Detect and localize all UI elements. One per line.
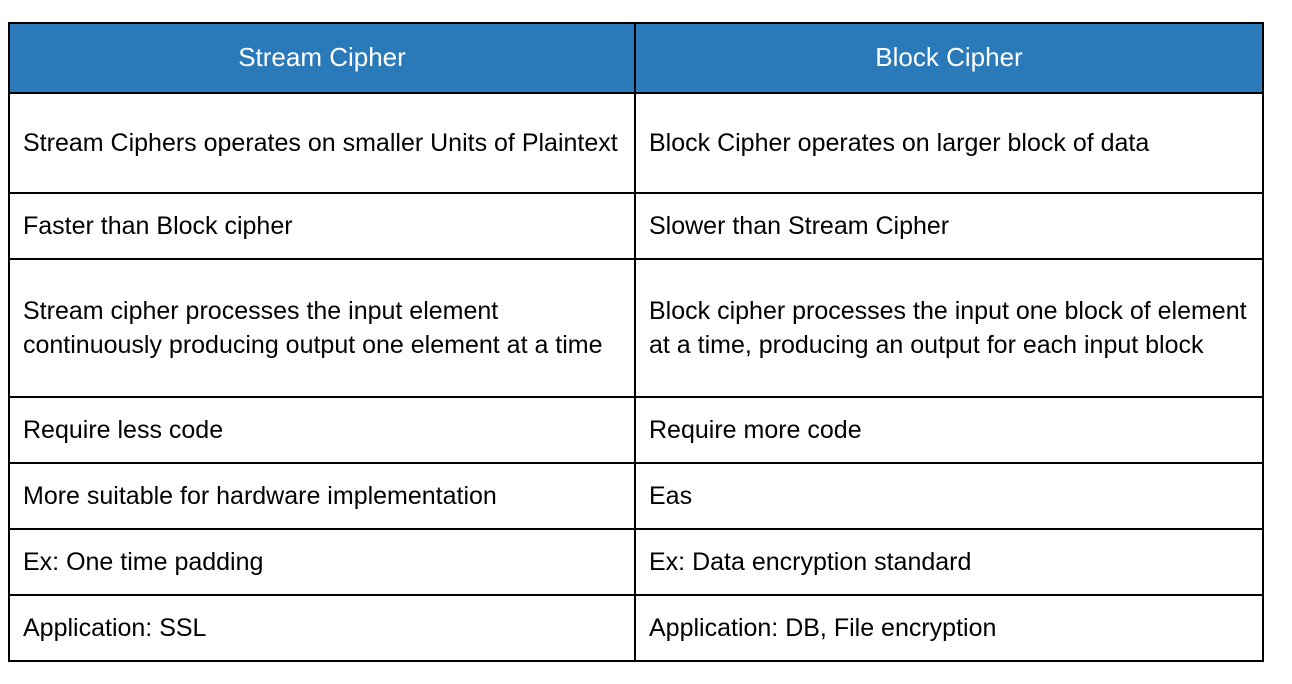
cell-text: Ex: One time padding (23, 547, 264, 576)
cell-text: Faster than Block cipher (23, 211, 293, 240)
table-row: Stream Ciphers operates on smaller Units… (8, 92, 1264, 194)
table-cell-stream: Application: SSL (8, 594, 636, 662)
table-cell-stream: More suitable for hardware implementatio… (8, 462, 636, 530)
table-row: Stream cipher processes the input elemen… (8, 258, 1264, 398)
cell-text: Slower than Stream Cipher (649, 211, 950, 240)
cell-text: Block cipher processes the input one blo… (649, 296, 1247, 359)
cell-text: Application: DB, File encryption (649, 613, 997, 642)
table-cell-stream: Ex: One time padding (8, 528, 636, 596)
table-cell-block: Ex: Data encryption standard (634, 528, 1264, 596)
table-cell-block: Block cipher processes the input one blo… (634, 258, 1264, 398)
column-header-label: Block Cipher (875, 42, 1023, 73)
table-cell-block: Eas (634, 462, 1264, 530)
cell-text: Require more code (649, 415, 862, 444)
cell-text: Require less code (23, 415, 224, 444)
table-row: Faster than Block cipher Slower than Str… (8, 192, 1264, 260)
cipher-comparison-table: Stream Cipher Block Cipher Stream Cipher… (8, 22, 1264, 662)
cell-text: Stream cipher processes the input elemen… (23, 296, 603, 359)
table-header-row: Stream Cipher Block Cipher (8, 22, 1264, 94)
cell-text: Eas (649, 481, 693, 510)
table-row: Ex: One time padding Ex: Data encryption… (8, 528, 1264, 596)
column-header-stream-cipher: Stream Cipher (8, 22, 636, 94)
column-header-label: Stream Cipher (238, 42, 406, 73)
table-cell-block: Require more code (634, 396, 1264, 464)
table-row: Application: SSL Application: DB, File e… (8, 594, 1264, 662)
table-row: More suitable for hardware implementatio… (8, 462, 1264, 530)
cell-text: Block Cipher operates on larger block of… (649, 128, 1150, 157)
table-cell-stream: Stream cipher processes the input elemen… (8, 258, 636, 398)
table-cell-block: Block Cipher operates on larger block of… (634, 92, 1264, 194)
cell-text: Ex: Data encryption standard (649, 547, 972, 576)
table-body: Stream Ciphers operates on smaller Units… (8, 92, 1264, 662)
table-cell-stream: Faster than Block cipher (8, 192, 636, 260)
table-cell-block: Application: DB, File encryption (634, 594, 1264, 662)
cell-text: More suitable for hardware implementatio… (23, 481, 497, 510)
column-header-block-cipher: Block Cipher (634, 22, 1264, 94)
table-cell-block: Slower than Stream Cipher (634, 192, 1264, 260)
cell-text: Stream Ciphers operates on smaller Units… (23, 128, 618, 157)
cell-text: Application: SSL (23, 613, 207, 642)
table-row: Require less code Require more code (8, 396, 1264, 464)
table-header: Stream Cipher Block Cipher (8, 22, 1264, 94)
table-cell-stream: Stream Ciphers operates on smaller Units… (8, 92, 636, 194)
table-cell-stream: Require less code (8, 396, 636, 464)
